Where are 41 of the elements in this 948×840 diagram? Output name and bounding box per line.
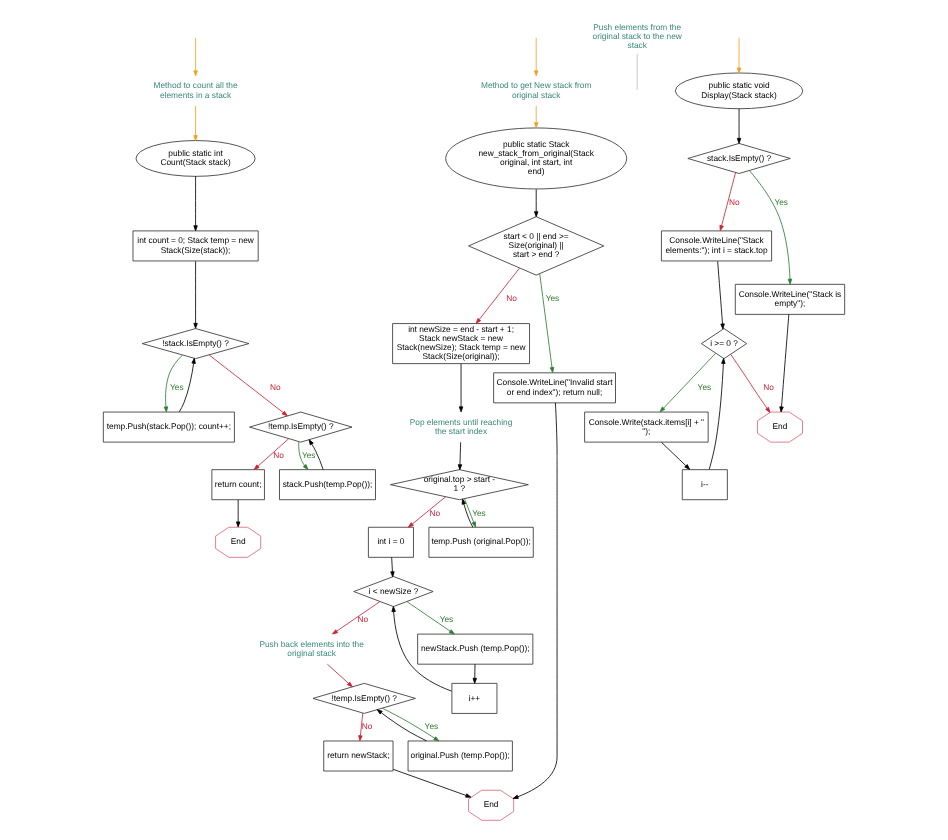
arrow [779,314,790,413]
arrow [193,37,198,77]
arrow [534,188,539,218]
arrow [406,601,455,635]
arrow [208,354,288,417]
arrow [457,441,463,471]
arrow [534,37,539,77]
arrow [512,402,558,799]
arrow [178,357,196,413]
arrow [736,108,742,144]
connector [636,53,638,91]
arrow [308,439,324,471]
arrow [327,663,353,688]
arrow [382,707,440,742]
arrow [358,712,364,742]
arrow [376,709,428,742]
arrow [472,663,477,684]
arrow [408,496,446,528]
arrow [391,606,452,692]
arrow [392,768,472,798]
arrow [659,352,717,413]
arrow [539,273,555,373]
arrow [719,172,736,232]
arrow [749,170,793,285]
arrow [193,260,198,329]
arrow [736,37,742,74]
arrow [390,557,395,578]
arrow [717,260,725,330]
arrow [534,105,539,129]
arrow [163,354,183,413]
arrow [661,441,691,470]
arrow [458,363,464,413]
arrow [475,267,520,324]
arrow [193,105,198,141]
arrow [708,358,726,470]
arrow [332,601,381,635]
arrow [730,354,771,413]
arrow [298,441,309,470]
arrow [193,175,198,232]
arrow [253,438,290,470]
arrow [236,499,241,528]
